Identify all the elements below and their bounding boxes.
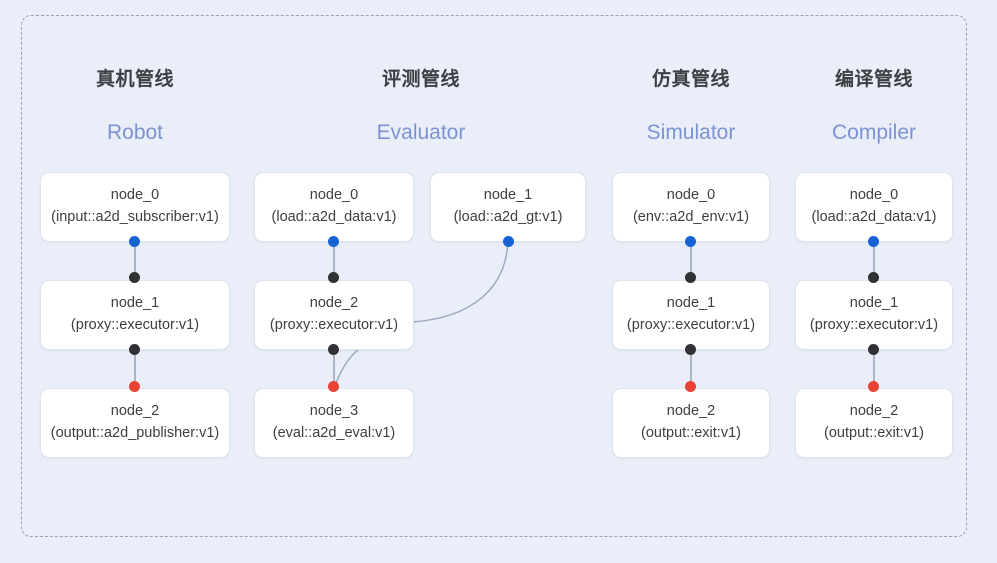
node-evaluator-node_0[interactable]: node_0 (load::a2d_data:v1) xyxy=(254,172,414,242)
port-output-simulator-node_1[interactable] xyxy=(685,344,696,355)
port-output-evaluator-node_1[interactable] xyxy=(503,236,514,247)
column-header-simulator: 仿真管线 Simulator xyxy=(611,64,771,145)
node-id: node_1 xyxy=(483,187,533,204)
node-id: node_0 xyxy=(110,187,160,204)
node-id: node_0 xyxy=(309,187,359,204)
column-title-cn-evaluator: 评测管线 xyxy=(381,69,460,90)
node-type: (load::a2d_data:v1) xyxy=(271,209,397,225)
node-type: (proxy::executor:v1) xyxy=(626,317,756,333)
port-input-robot-node_1[interactable] xyxy=(129,272,140,283)
node-robot-node_0[interactable]: node_0 (input::a2d_subscriber:v1) xyxy=(40,172,230,242)
port-output-evaluator-node_2[interactable] xyxy=(328,344,339,355)
port-terminal-evaluator-node_3[interactable] xyxy=(328,381,339,392)
node-evaluator-node_2[interactable]: node_2 (proxy::executor:v1) xyxy=(254,280,414,350)
node-compiler-node_2[interactable]: node_2 (output::exit:v1) xyxy=(795,388,953,458)
node-type: (load::a2d_gt:v1) xyxy=(453,209,563,225)
port-input-simulator-node_1[interactable] xyxy=(685,272,696,283)
node-simulator-node_1[interactable]: node_1 (proxy::executor:v1) xyxy=(612,280,770,350)
node-type: (input::a2d_subscriber:v1) xyxy=(51,209,219,225)
node-type: (proxy::executor:v1) xyxy=(269,317,399,333)
node-robot-node_2[interactable]: node_2 (output::a2d_publisher:v1) xyxy=(40,388,230,458)
node-type: (eval::a2d_eval:v1) xyxy=(272,425,396,441)
node-compiler-node_0[interactable]: node_0 (load::a2d_data:v1) xyxy=(795,172,953,242)
column-title-en-simulator: Simulator xyxy=(646,121,736,144)
column-title-cn-simulator: 仿真管线 xyxy=(651,69,730,90)
port-terminal-compiler-node_2[interactable] xyxy=(868,381,879,392)
node-id: node_1 xyxy=(110,295,160,312)
node-evaluator-node_3[interactable]: node_3 (eval::a2d_eval:v1) xyxy=(254,388,414,458)
node-evaluator-node_1[interactable]: node_1 (load::a2d_gt:v1) xyxy=(430,172,586,242)
node-id: node_1 xyxy=(849,295,899,312)
node-id: node_2 xyxy=(849,403,899,420)
port-output-robot-node_1[interactable] xyxy=(129,344,140,355)
column-title-en-robot: Robot xyxy=(106,121,164,144)
port-output-compiler-node_0[interactable] xyxy=(868,236,879,247)
node-id: node_2 xyxy=(666,403,716,420)
node-simulator-node_2[interactable]: node_2 (output::exit:v1) xyxy=(612,388,770,458)
edge-eval-gt-to-executor xyxy=(411,240,509,323)
port-input-evaluator-node_2[interactable] xyxy=(328,272,339,283)
node-type: (proxy::executor:v1) xyxy=(809,317,939,333)
column-title-en-evaluator: Evaluator xyxy=(376,121,466,144)
node-id: node_3 xyxy=(309,403,359,420)
node-id: node_2 xyxy=(309,295,359,312)
column-header-compiler: 编译管线 Compiler xyxy=(794,64,954,145)
port-terminal-robot-node_2[interactable] xyxy=(129,381,140,392)
node-simulator-node_0[interactable]: node_0 (env::a2d_env:v1) xyxy=(612,172,770,242)
port-terminal-simulator-node_2[interactable] xyxy=(685,381,696,392)
node-type: (load::a2d_data:v1) xyxy=(811,209,937,225)
node-compiler-node_1[interactable]: node_1 (proxy::executor:v1) xyxy=(795,280,953,350)
port-output-robot-node_0[interactable] xyxy=(129,236,140,247)
node-type: (output::a2d_publisher:v1) xyxy=(50,425,220,441)
column-title-cn-robot: 真机管线 xyxy=(95,69,174,90)
port-output-simulator-node_0[interactable] xyxy=(685,236,696,247)
port-output-compiler-node_1[interactable] xyxy=(868,344,879,355)
diagram-dashed-frame xyxy=(21,15,967,537)
edge-eval-executor-to-eval xyxy=(334,344,367,387)
node-id: node_2 xyxy=(110,403,160,420)
port-input-compiler-node_1[interactable] xyxy=(868,272,879,283)
node-robot-node_1[interactable]: node_1 (proxy::executor:v1) xyxy=(40,280,230,350)
node-id: node_0 xyxy=(849,187,899,204)
node-type: (output::exit:v1) xyxy=(824,425,924,441)
column-header-robot: 真机管线 Robot xyxy=(55,64,215,145)
node-type: (env::a2d_env:v1) xyxy=(632,209,750,225)
node-type: (proxy::executor:v1) xyxy=(70,317,200,333)
port-output-evaluator-node_0[interactable] xyxy=(328,236,339,247)
column-title-cn-compiler: 编译管线 xyxy=(834,69,913,90)
column-title-en-compiler: Compiler xyxy=(831,121,917,144)
node-id: node_0 xyxy=(666,187,716,204)
column-header-evaluator: 评测管线 Evaluator xyxy=(341,64,501,145)
node-type: (output::exit:v1) xyxy=(641,425,741,441)
node-id: node_1 xyxy=(666,295,716,312)
